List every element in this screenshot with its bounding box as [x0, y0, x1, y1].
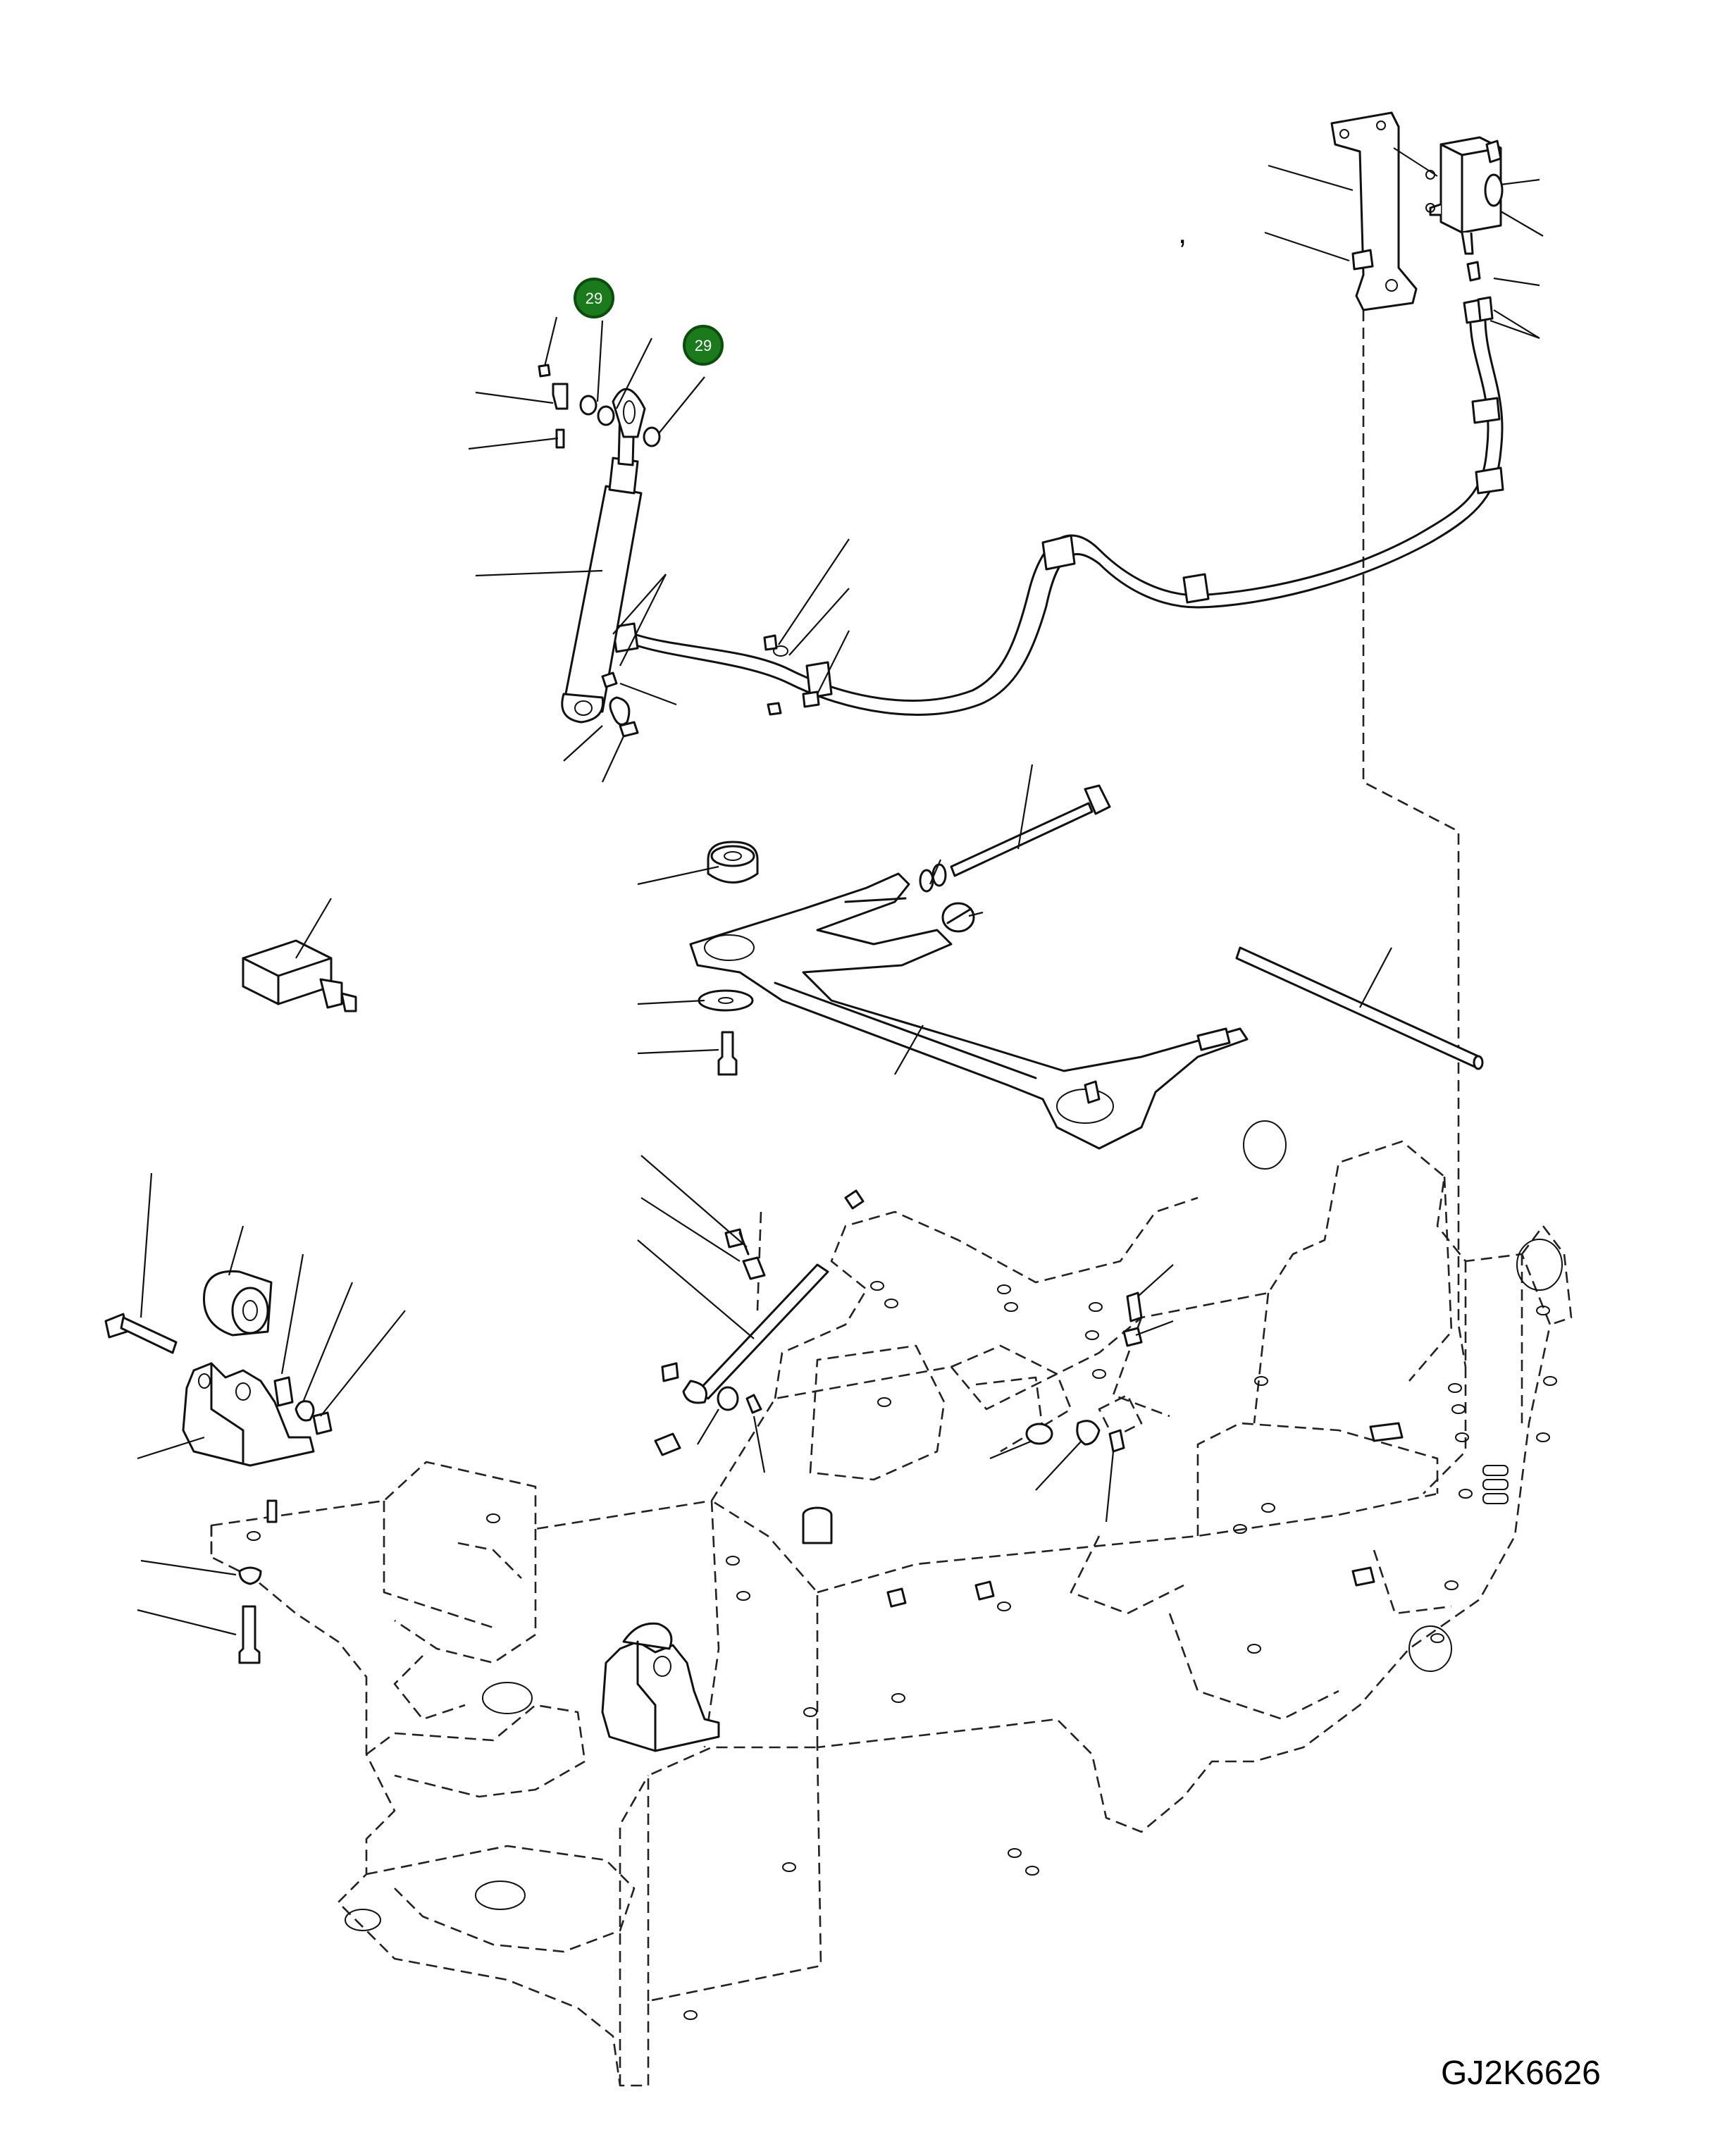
callout-29-left[interactable]: 29 — [574, 278, 614, 318]
oscillating-arm — [689, 872, 1249, 1150]
stray-mark: , — [1178, 216, 1187, 250]
mounting-bracket — [1330, 111, 1418, 311]
chassis-frame — [210, 310, 1573, 2087]
engine-mount — [104, 1270, 720, 1752]
figure-reference-code: GJ2K6626 — [1441, 2055, 1601, 2092]
linkage-rod — [661, 1232, 829, 1414]
center-hardware — [1025, 1291, 1143, 1453]
callout-29-right[interactable]: 29 — [683, 325, 724, 366]
switch-box — [1393, 136, 1504, 255]
leader-lines — [137, 164, 1544, 1636]
hydraulic-cylinder — [561, 388, 646, 724]
hose-fittings — [1463, 261, 1494, 324]
hydraulic-hoses — [612, 320, 1504, 716]
callout-29-left-label: 29 — [586, 290, 602, 307]
callout-29-right-label: 29 — [695, 337, 712, 354]
arm-hardware — [242, 784, 1484, 1076]
cylinder-hardware — [538, 364, 782, 738]
